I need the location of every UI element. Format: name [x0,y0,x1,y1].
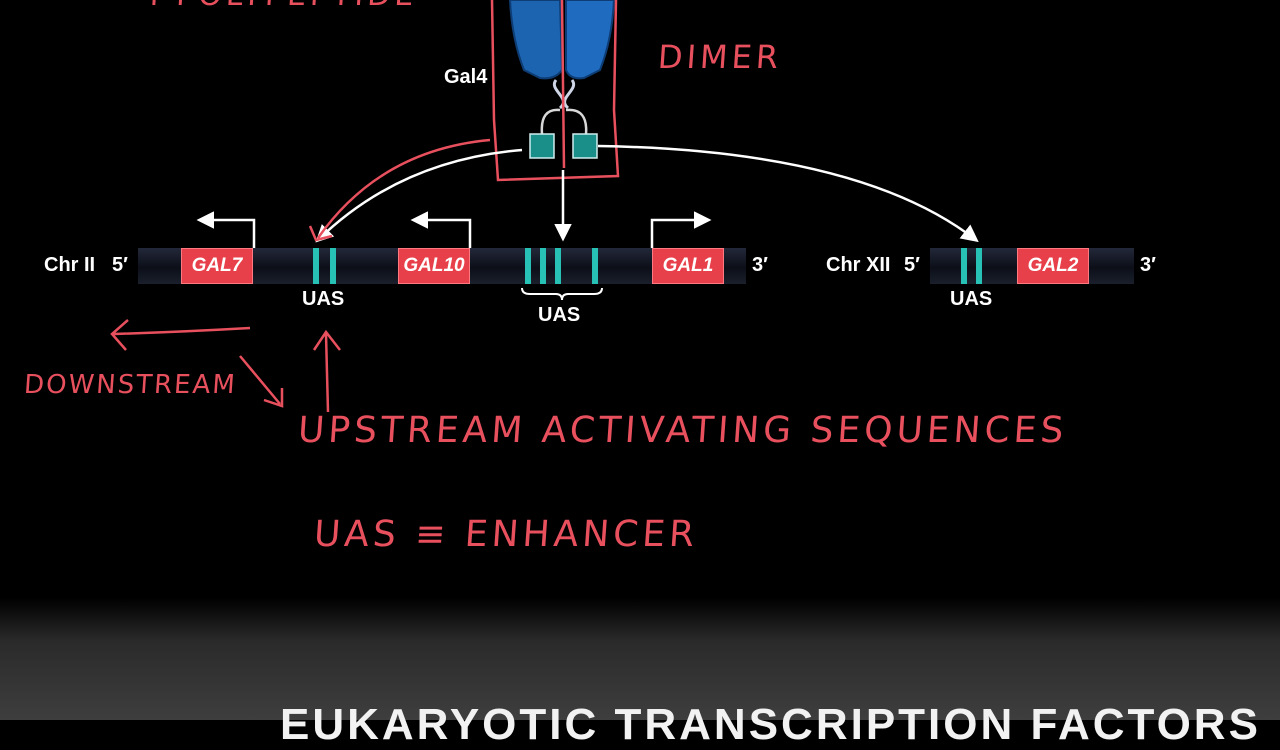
uas-site [555,248,561,284]
uas-xii-label: UAS [950,288,993,310]
dimer-ink-box [490,0,620,182]
arrow-to-gal2-uas [597,144,979,243]
chr-ii-label: Chr II [44,254,96,276]
gal4-label: Gal4 [444,66,488,88]
dimer-annotation: DIMER [656,38,784,76]
top-partial-annotation: I POLYPEPTIDE [149,0,419,13]
chr-xii-five-prime: 5′ [904,254,920,276]
ink-arrow-left-uas [316,138,491,239]
gal4-dbd-left [529,133,555,159]
chr-ii-three-prime: 3′ [752,254,768,276]
gal4-arm-left [540,108,561,135]
uas-site [313,248,319,284]
arrow-to-left-uas [315,148,523,243]
gal4-dbd-right [572,133,598,159]
gal4-monomer-right [565,0,616,80]
ink-arrow-diagonal [239,355,284,408]
diagram-graphics [110,0,979,413]
uas-middle-label: UAS [538,304,581,326]
uas-site [330,248,336,284]
gene-gal1: GAL1 [652,248,724,284]
downstream-annotation: DOWNSTREAM [22,370,238,400]
chr-ii-five-prime: 5′ [112,254,128,276]
gene-gal7: GAL7 [181,248,253,284]
uas-brace [521,287,603,301]
uas-left-label: UAS [302,288,345,310]
ink-arrow-downstream [110,319,251,351]
gal4-arm-right [565,108,588,135]
chr-xii-label: Chr XII [826,254,891,276]
upstream-activating-annotation: UPSTREAM ACTIVATING SEQUENCES [296,410,1069,451]
chr-xii-three-prime: 3′ [1140,254,1156,276]
uas-site [540,248,546,284]
tss-arrow-gal1 [650,211,712,248]
tss-arrow-gal10 [410,211,472,248]
gal4-protein [508,0,616,159]
footer-bar [0,598,1280,720]
gal4-monomer-left [508,0,564,80]
gene-gal10: GAL10 [398,248,470,284]
ink-arrowhead-left-uas [308,225,333,242]
uas-enhancer-annotation: UAS ≡ ENHANCER [312,514,700,555]
uas-site [961,248,967,284]
footer-title: EUKARYOTIC TRANSCRIPTION FACTORS [280,700,1261,749]
gal4-linker [552,79,576,110]
uas-site [592,248,598,284]
tss-arrow-gal7 [196,211,256,248]
ink-arrow-upstream [312,329,341,413]
gene-gal2: GAL2 [1017,248,1089,284]
uas-site [525,248,531,284]
uas-site [976,248,982,284]
